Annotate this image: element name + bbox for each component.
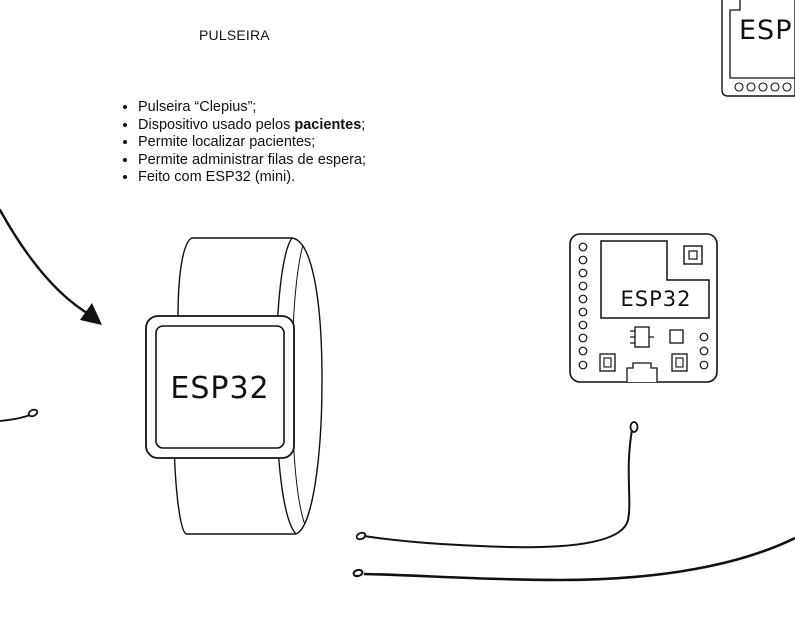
watch-face-label: ESP32 bbox=[170, 371, 269, 406]
list-item-suffix: ; bbox=[361, 116, 366, 133]
list-item-prefix: Dispositivo usado pelos bbox=[138, 116, 295, 133]
pin-column-left bbox=[578, 242, 588, 370]
cable-left bbox=[0, 408, 39, 422]
list-item-emphasis: pacientes bbox=[294, 116, 362, 133]
list-item: Feito com ESP32 (mini). bbox=[138, 169, 366, 187]
list-item: Permite localizar pacientes; bbox=[138, 134, 366, 152]
feature-list: Pulseira “Clepius”; Dispositivo usado pe… bbox=[118, 99, 366, 187]
corner-chip-label: ESP bbox=[739, 15, 792, 46]
list-item: Permite administrar filas de espera; bbox=[138, 152, 366, 170]
corner-board-illustration: ESP bbox=[721, 0, 795, 97]
pin-column-right bbox=[699, 332, 709, 370]
list-item: Dispositivo usado pelos pacientes; bbox=[138, 117, 366, 135]
board-chip-label: ESP32 bbox=[621, 287, 692, 311]
wristband-illustration: ESP32 bbox=[145, 237, 323, 535]
esp32-board-illustration: ESP32 bbox=[569, 233, 718, 383]
list-item: Pulseira “Clepius”; bbox=[138, 99, 366, 117]
cable-board bbox=[355, 421, 639, 549]
pointer-arrow bbox=[0, 208, 102, 325]
page-title: PULSEIRA bbox=[199, 27, 270, 43]
cable-bottom bbox=[352, 536, 795, 582]
